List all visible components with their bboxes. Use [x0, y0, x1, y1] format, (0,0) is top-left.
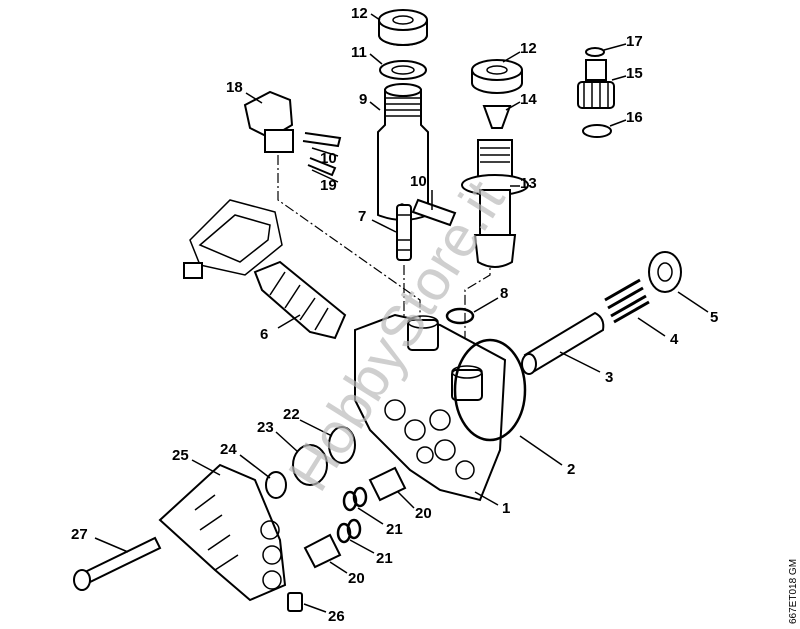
part-19-clip [307, 157, 337, 177]
label-13: 13 [520, 175, 537, 192]
label-27: 27 [71, 526, 88, 543]
label-19: 19 [320, 177, 337, 194]
part-23-seal [292, 444, 328, 486]
diagram-code: 667ET018 GM [788, 559, 799, 624]
part-7-valve [396, 204, 412, 261]
part-20-valve [368, 466, 407, 502]
part-4-spring [604, 278, 650, 324]
label-1: 1 [502, 500, 510, 517]
part-15-nipple [577, 47, 615, 109]
part-21-oring [346, 518, 362, 540]
label-9: 9 [359, 91, 367, 108]
label-24: 24 [220, 441, 237, 458]
part-12-ring [471, 59, 523, 94]
label-23: 23 [257, 419, 274, 436]
part-3-piston [521, 311, 605, 375]
label-2: 2 [567, 461, 575, 478]
part-22-seal [328, 426, 356, 464]
label-20: 20 [415, 505, 432, 522]
label-16: 16 [626, 109, 643, 126]
part-16-washer [582, 124, 612, 138]
label-5: 5 [710, 309, 718, 326]
part-1-pump-head [354, 313, 507, 502]
part-18-connector [243, 90, 294, 153]
part-20-valve [303, 533, 342, 569]
part-9-cylinder [377, 83, 429, 221]
callout-labels: 12 11 9 18 10 19 7 10 12 14 13 17 15 16 … [71, 5, 718, 625]
label-14: 14 [520, 91, 537, 108]
part-2-oring [453, 338, 527, 442]
part-11-washer [379, 60, 427, 80]
label-10: 10 [410, 173, 427, 190]
part-21-oring [342, 490, 358, 512]
part-24-seal [265, 471, 287, 499]
leader-lines [94, 13, 709, 613]
label-22: 22 [283, 406, 300, 423]
label-11: 11 [351, 44, 367, 61]
label-12: 12 [351, 5, 368, 22]
bracket-block [183, 262, 203, 279]
label-21: 21 [376, 550, 393, 567]
part-25-manifold [158, 463, 287, 602]
label-6: 6 [260, 326, 268, 343]
axis-line [277, 155, 421, 320]
part-10-clip [302, 132, 342, 148]
label-12: 12 [520, 40, 537, 57]
label-20: 20 [348, 570, 365, 587]
part-5-retainer [648, 251, 682, 293]
part-10-clip [411, 198, 457, 227]
label-26: 26 [328, 608, 345, 625]
part-6-unloader [253, 260, 347, 340]
label-7: 7 [358, 208, 366, 225]
part-26-plug [287, 592, 303, 612]
part-27-bolt [73, 536, 162, 591]
label-15: 15 [626, 65, 643, 82]
part-8-oring [445, 307, 475, 325]
label-8: 8 [500, 285, 508, 302]
part-21-oring [336, 522, 352, 544]
part-12-ring [378, 9, 428, 46]
part-14-filter [482, 105, 512, 129]
label-25: 25 [172, 447, 189, 464]
label-18: 18 [226, 79, 243, 96]
label-17: 17 [626, 33, 643, 50]
label-10: 10 [320, 150, 337, 167]
label-21: 21 [386, 521, 403, 538]
part-21-oring [352, 486, 368, 508]
bracket-outline [189, 199, 283, 276]
label-3: 3 [605, 369, 613, 386]
label-4: 4 [670, 331, 679, 348]
part-13-cylinder [461, 139, 529, 268]
